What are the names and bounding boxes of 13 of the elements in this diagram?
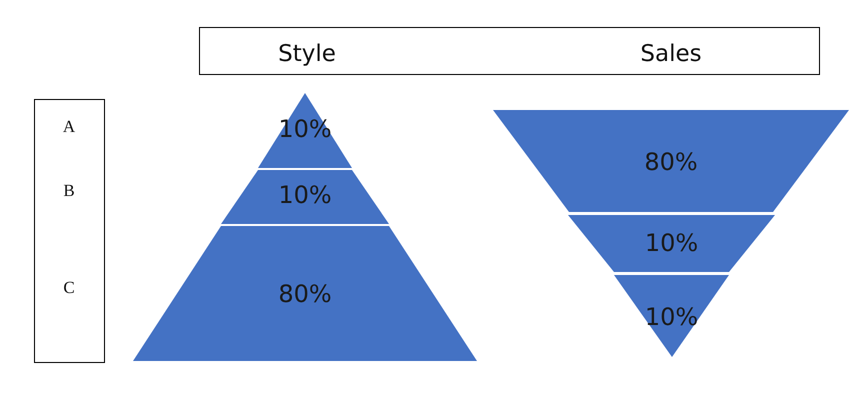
- percentage-label: 80%: [278, 280, 332, 308]
- level-label: A: [62, 117, 76, 137]
- percentage-label: 10%: [278, 115, 332, 143]
- percentage-label: 10%: [644, 229, 698, 257]
- column-heading: Style: [278, 41, 336, 67]
- percentage-label: 10%: [644, 303, 698, 331]
- percentage-label: 80%: [644, 148, 698, 176]
- level-label: B: [63, 181, 75, 201]
- header-box: [199, 27, 820, 75]
- level-box: [34, 99, 105, 363]
- percentage-label: 10%: [278, 181, 332, 209]
- column-heading: Sales: [640, 41, 702, 67]
- level-label: C: [63, 278, 75, 298]
